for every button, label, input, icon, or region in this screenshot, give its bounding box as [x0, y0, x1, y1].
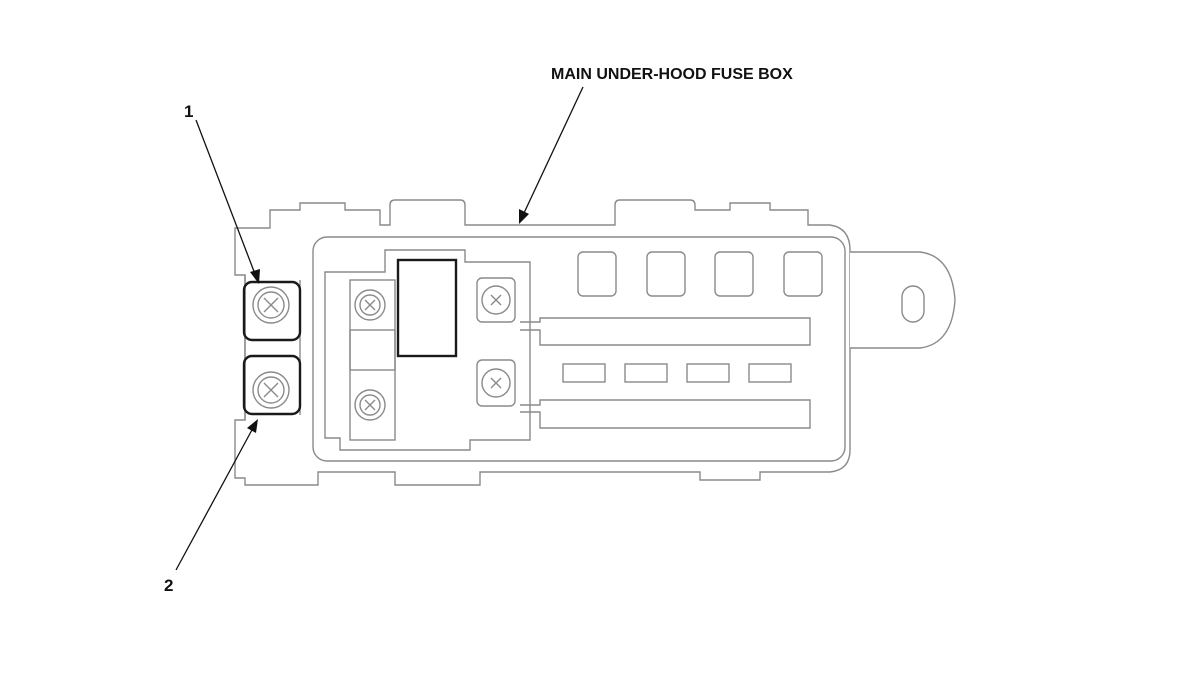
fuse-screw-upper-left	[354, 289, 386, 321]
relay-slots	[577, 251, 823, 297]
fuse-box-callout: MAIN UNDER-HOOD FUSE BOX	[551, 66, 793, 83]
mounting-hole	[901, 285, 925, 323]
terminal-bolt-1	[242, 280, 302, 342]
cross-screw-icon	[263, 382, 279, 398]
fuse-screw-upper-right	[476, 277, 516, 323]
leader-part-2	[175, 419, 258, 571]
bus-bar-upper	[520, 317, 811, 346]
callout-part-1: 1	[184, 102, 193, 121]
terminal-bolt-2	[242, 354, 302, 416]
callout-part-2: 2	[164, 576, 173, 595]
fuse-box-housing	[234, 199, 956, 486]
cross-screw-icon	[263, 297, 279, 313]
fuse-slots	[562, 363, 792, 383]
main-fuse-block	[324, 249, 531, 451]
main-fuse	[396, 258, 458, 358]
leader-part-1	[195, 119, 260, 284]
fuse-screw-lower-left	[354, 389, 386, 421]
leader-fuse-box	[519, 86, 584, 224]
fuse-screw-lower-right	[476, 359, 516, 407]
bus-bar-lower	[520, 399, 811, 429]
